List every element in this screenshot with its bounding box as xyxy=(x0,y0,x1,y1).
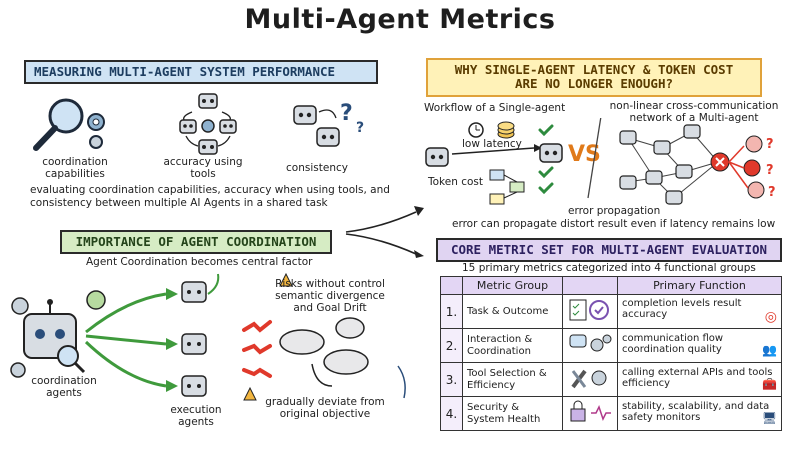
checklist-target-icon xyxy=(562,294,618,329)
tools-icon xyxy=(562,362,618,397)
result-robot-icon xyxy=(539,143,563,163)
multi-agent-network-icon xyxy=(627,131,719,199)
row-function: communication flow coordination quality … xyxy=(617,328,782,363)
core-metrics-subtitle: 15 primary metrics categorized into 4 fu… xyxy=(462,262,756,274)
row-group: Tool Selection & Efficiency xyxy=(462,362,563,397)
svg-text:?: ? xyxy=(766,163,774,178)
col-primary-function: Primary Function xyxy=(617,276,782,295)
row-number: 4. xyxy=(440,396,463,431)
confused-faces-icon: ? ? ? xyxy=(728,135,776,200)
row-number: 2. xyxy=(440,328,463,363)
table-header-row: Metric Group Primary Function xyxy=(440,276,782,295)
s2-illustrations: ? ? ? xyxy=(425,118,776,205)
section-core-metrics-header: CORE METRIC SET FOR MULTI-AGENT EVALUATI… xyxy=(436,238,782,263)
coordination-subtitle: Agent Coordination becomes central facto… xyxy=(86,256,313,268)
col-metric-group: Metric Group xyxy=(462,276,563,295)
table-row: 4. Security & System Health stability, s… xyxy=(440,396,782,431)
magnifier-gears-icon xyxy=(33,98,105,151)
svg-text:?: ? xyxy=(766,137,774,152)
row-number: 1. xyxy=(440,294,463,329)
coins-icon xyxy=(497,121,515,139)
row-number: 3. xyxy=(440,362,463,397)
section-coordination-header: IMPORTANCE OF AGENT COORDINATION xyxy=(60,230,332,255)
connector-arrows xyxy=(345,206,424,258)
row-function: calling external APIs and tools efficien… xyxy=(617,362,782,397)
svg-text:?: ? xyxy=(768,185,776,200)
robots-cycle-icon xyxy=(179,93,237,155)
monitor-icon: 🖥 xyxy=(761,411,777,426)
token-cost-label: Token cost xyxy=(428,176,483,188)
row-group: Security & System Health xyxy=(462,396,563,431)
flow-icon xyxy=(489,169,525,205)
section-why-header: WHY SINGLE-AGENT LATENCY & TOKEN COST AR… xyxy=(426,58,762,97)
error-propagation-desc: error can propagate distort result even … xyxy=(452,218,776,230)
function-text: calling external APIs and tools efficien… xyxy=(622,366,773,390)
svg-text:?: ? xyxy=(356,120,364,136)
chat-gears-icon xyxy=(562,328,618,363)
execution-agents-label: execution agents xyxy=(170,404,222,429)
metrics-table: Metric Group Primary Function 1. Task & … xyxy=(440,276,782,431)
table-row: 3. Tool Selection & Efficiency calling e… xyxy=(440,362,782,397)
why-header-line2: ARE NO LONGER ENOUGH? xyxy=(514,76,674,92)
function-text: completion levels result accuracy xyxy=(622,297,742,321)
execution-robot-icons xyxy=(181,281,207,397)
section-measuring-header: MEASURING MULTI-AGENT SYSTEM PERFORMANCE xyxy=(24,60,378,85)
table-row: 1. Task & Outcome completion levels resu… xyxy=(440,294,782,329)
gear-icons xyxy=(10,290,106,378)
single-agent-label: Workflow of a Single-agent xyxy=(424,102,566,114)
robots-question-icon: ? ? xyxy=(293,101,364,147)
table-row: 2. Interaction & Coordination communicat… xyxy=(440,328,782,363)
multi-agent-label: non-linear cross-communication network o… xyxy=(609,100,779,125)
s1-item-coordination: coordination capabilities xyxy=(42,156,108,181)
deviate-label: gradually deviate from original objectiv… xyxy=(265,396,385,421)
toolbox-icon: 🧰 xyxy=(762,377,777,392)
error-node-icon xyxy=(710,152,730,172)
network-robot-nodes xyxy=(619,124,701,205)
row-group: Task & Outcome xyxy=(462,294,563,329)
why-header-line1: WHY SINGLE-AGENT LATENCY & TOKEN COST xyxy=(454,62,734,77)
green-arrows xyxy=(84,292,167,388)
cloud-icons xyxy=(279,317,369,375)
svg-text:?: ? xyxy=(340,101,353,126)
coordination-agents-label: coordination agents xyxy=(31,375,97,400)
red-arrows xyxy=(242,320,272,378)
function-text: communication flow coordination quality xyxy=(622,332,724,356)
function-text: stability, scalability, and data safety … xyxy=(622,400,770,424)
risks-label: Risks without control semantic divergenc… xyxy=(275,278,385,315)
warning-icons xyxy=(243,272,293,401)
s1-item-consistency: consistency xyxy=(286,162,348,174)
clock-icon xyxy=(468,122,484,138)
target-icon: ◎ xyxy=(764,309,777,326)
s1-illustrations: ? ? xyxy=(33,93,364,155)
page-title: Multi-Agent Metrics xyxy=(244,4,556,35)
s3-illustrations xyxy=(10,272,406,401)
checkmark-icons xyxy=(538,124,554,195)
s1-item-accuracy: accuracy using tools xyxy=(163,156,243,181)
people-icon: 👥 xyxy=(762,343,777,358)
row-group: Interaction & Coordination xyxy=(462,328,563,363)
row-function: completion levels result accuracy ◎ xyxy=(617,294,782,329)
low-latency-label: low latency xyxy=(462,138,522,150)
single-robot-icon xyxy=(425,147,449,167)
row-function: stability, scalability, and data safety … xyxy=(617,396,782,431)
coordinator-robot-icon xyxy=(23,299,86,374)
s1-description: evaluating coordination capabilities, ac… xyxy=(30,184,390,209)
error-propagation-label: error propagation xyxy=(568,205,661,217)
lock-heartbeat-icon xyxy=(562,396,618,431)
